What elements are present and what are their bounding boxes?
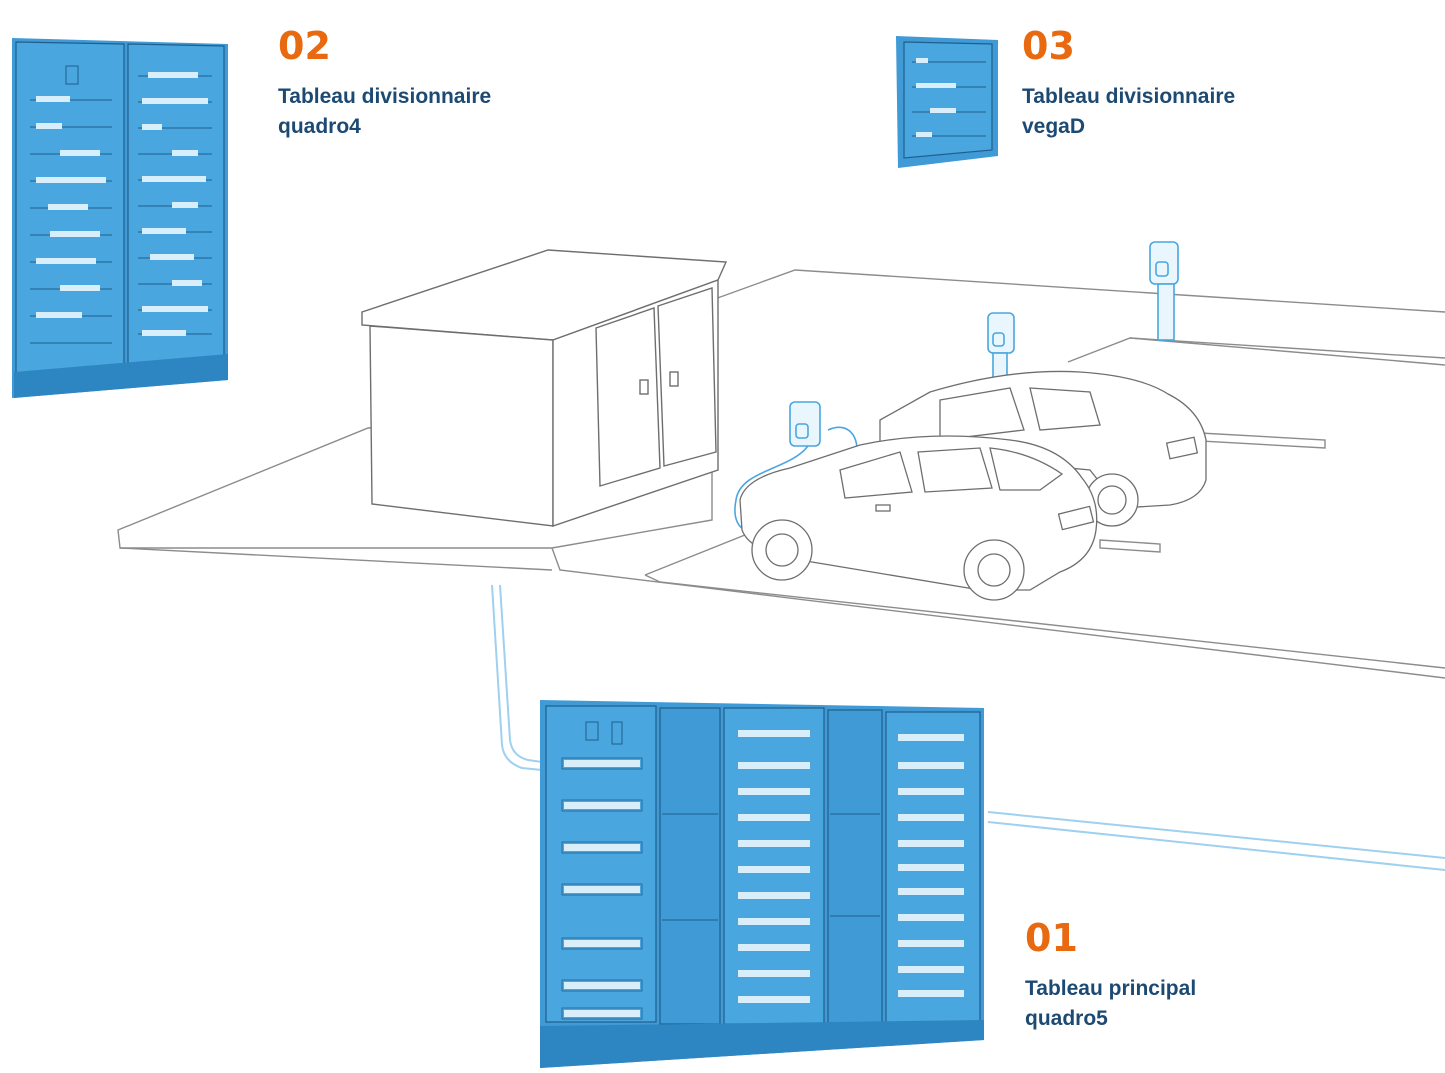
quadro5-cabinet-icon <box>540 700 984 1068</box>
charging-station-icon <box>734 241 1179 531</box>
vegad-cabinet-icon <box>896 36 998 168</box>
label-vegad: 03 Tableau divisionnaire vegaD <box>1022 26 1235 142</box>
label-product: vegaD <box>1022 115 1086 138</box>
label-number: 01 <box>1025 916 1078 960</box>
label-quadro4: 02 Tableau divisionnaire quadro4 <box>278 26 491 142</box>
label-product: quadro5 <box>1025 1007 1108 1030</box>
label-quadro5: 01 Tableau principal quadro5 <box>1025 918 1196 1034</box>
label-title: Tableau divisionnaire <box>1022 85 1236 108</box>
label-number: 02 <box>278 24 331 68</box>
label-title: Tableau divisionnaire <box>278 85 492 108</box>
label-title: Tableau principal <box>1025 977 1197 1000</box>
ground-platform <box>117 269 1445 679</box>
label-number: 03 <box>1022 24 1075 68</box>
label-product: quadro4 <box>278 115 361 138</box>
cable <box>491 584 1445 871</box>
quadro4-cabinet-icon <box>12 38 228 398</box>
transformer-kiosk-icon <box>361 249 728 527</box>
electric-car-icon <box>739 435 1098 601</box>
electric-car-icon <box>879 370 1207 527</box>
